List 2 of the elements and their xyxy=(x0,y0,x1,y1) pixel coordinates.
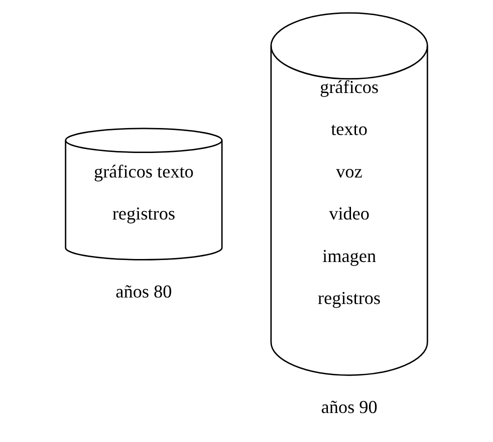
node-label: años 90 xyxy=(321,397,378,418)
node-label: años 80 xyxy=(116,282,172,302)
